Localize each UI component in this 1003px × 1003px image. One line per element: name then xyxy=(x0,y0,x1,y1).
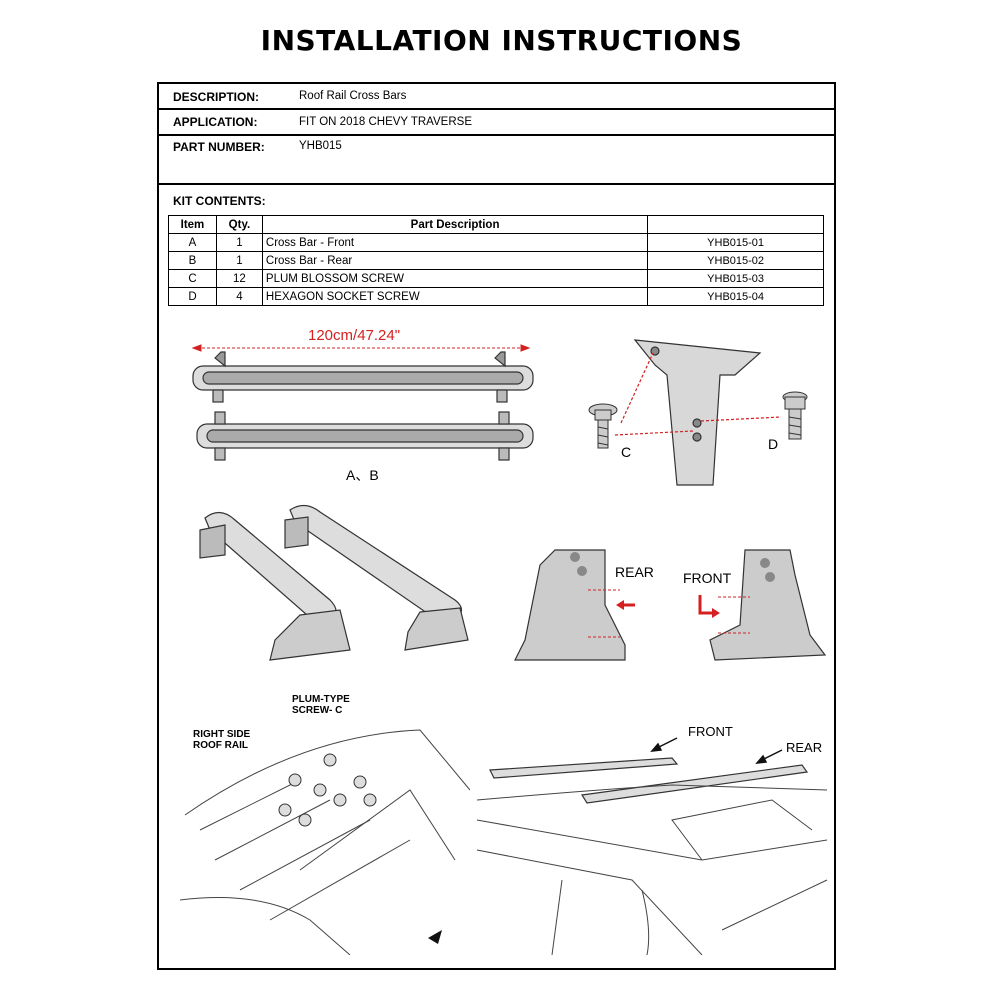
car-rear-label: REAR xyxy=(786,740,823,755)
cross-bar-front-shape xyxy=(192,351,534,403)
foot-screw-illustration xyxy=(588,339,808,486)
table-row: A 1 Cross Bar - Front YHB015-01 xyxy=(168,233,824,252)
table-row: D 4 HEXAGON SOCKET SCREW YHB015-04 xyxy=(168,287,824,306)
screw-c-label: C xyxy=(621,444,632,460)
item-cell: C xyxy=(168,269,217,288)
bar-right-shape xyxy=(284,504,469,651)
part-number-cell: YHB015-01 xyxy=(647,233,824,252)
car-with-bars-illustration xyxy=(476,737,828,955)
qty-cell: 12 xyxy=(215,269,263,288)
plum-screws-group xyxy=(278,753,377,827)
plum-type-screw-label-line1: PLUM-TYPE xyxy=(292,694,350,705)
kit-contents-table: Item Qty. Part Description A 1 Cross Bar… xyxy=(168,215,824,306)
column-header: Item xyxy=(168,215,217,234)
right-side-roof-rail-label-line1: RIGHT SIDE xyxy=(193,729,251,740)
qty-cell: 4 xyxy=(215,287,263,306)
part-number-value: YHB015 xyxy=(299,140,342,152)
table-row: B 1 Cross Bar - Rear YHB015-02 xyxy=(168,251,824,270)
rear-label: REAR xyxy=(615,564,654,580)
instruction-frame xyxy=(157,82,836,970)
length-dimension-arrow xyxy=(191,344,531,352)
description-cell: Cross Bar - Front xyxy=(261,233,649,252)
roof-rail-screws-illustration xyxy=(180,729,470,955)
description-cell: HEXAGON SOCKET SCREW xyxy=(261,287,649,306)
table-header-row: Item Qty. Part Description xyxy=(168,215,824,234)
length-label: 120cm/47.24" xyxy=(308,327,401,344)
right-side-roof-rail-label: RIGHT SIDE ROOF RAIL xyxy=(193,729,250,751)
page-title: INSTALLATION INSTRUCTIONS xyxy=(260,24,743,57)
column-header xyxy=(647,215,824,234)
plum-type-screw-label: PLUM-TYPE SCREW- C xyxy=(292,694,350,716)
column-header: Part Description xyxy=(261,215,649,234)
cross-bar-rear-shape xyxy=(196,411,534,461)
mounted-crossbars-shape xyxy=(489,757,809,804)
screw-d-icon xyxy=(782,391,808,440)
screw-c-icon xyxy=(588,403,618,449)
application-value: FIT ON 2018 CHEVY TRAVERSE xyxy=(299,116,472,128)
description-cell: PLUM BLOSSOM SCREW xyxy=(261,269,649,288)
part-number-cell: YHB015-02 xyxy=(647,251,824,270)
description-label: DESCRIPTION: xyxy=(173,90,260,104)
application-label: APPLICATION: xyxy=(173,115,258,129)
description-value: Roof Rail Cross Bars xyxy=(299,90,407,102)
front-direction-arrow-icon xyxy=(428,930,442,944)
right-side-roof-rail-label-line2: ROOF RAIL xyxy=(193,740,248,751)
dashed-guide-arrows xyxy=(614,352,782,436)
column-header: Qty. xyxy=(215,215,263,234)
application-row: APPLICATION: FIT ON 2018 CHEVY TRAVERSE xyxy=(159,110,834,136)
item-cell: A xyxy=(168,233,217,252)
item-cell: B xyxy=(168,251,217,270)
direction-arrows xyxy=(650,737,783,764)
cross-bars-illustration xyxy=(191,344,534,461)
part-number-row: PART NUMBER: YHB015 xyxy=(159,136,834,185)
rear-foot-illustration xyxy=(514,549,635,661)
cross-bars-perspective-illustration xyxy=(199,504,469,661)
table-row: C 12 PLUM BLOSSOM SCREW YHB015-03 xyxy=(168,269,824,288)
plum-type-screw-label-line2: SCREW- C xyxy=(292,705,343,716)
qty-cell: 1 xyxy=(215,233,263,252)
front-label: FRONT xyxy=(683,570,732,586)
description-cell: Cross Bar - Rear xyxy=(261,251,649,270)
kit-contents-label: KIT CONTENTS: xyxy=(173,194,266,208)
screw-d-label: D xyxy=(768,436,779,452)
foot-bracket-shape xyxy=(633,339,762,486)
bar-left-shape xyxy=(199,511,351,661)
bars-caption: A、B xyxy=(346,467,379,483)
car-body-lines xyxy=(476,784,828,955)
qty-cell: 1 xyxy=(215,251,263,270)
car-roof-lines xyxy=(180,729,470,955)
item-cell: D xyxy=(168,287,217,306)
part-number-label: PART NUMBER: xyxy=(173,140,265,154)
part-number-cell: YHB015-03 xyxy=(647,269,824,288)
front-foot-illustration xyxy=(698,549,827,661)
car-front-label: FRONT xyxy=(688,724,733,739)
part-number-cell: YHB015-04 xyxy=(647,287,824,306)
description-row: DESCRIPTION: Roof Rail Cross Bars xyxy=(159,84,834,110)
